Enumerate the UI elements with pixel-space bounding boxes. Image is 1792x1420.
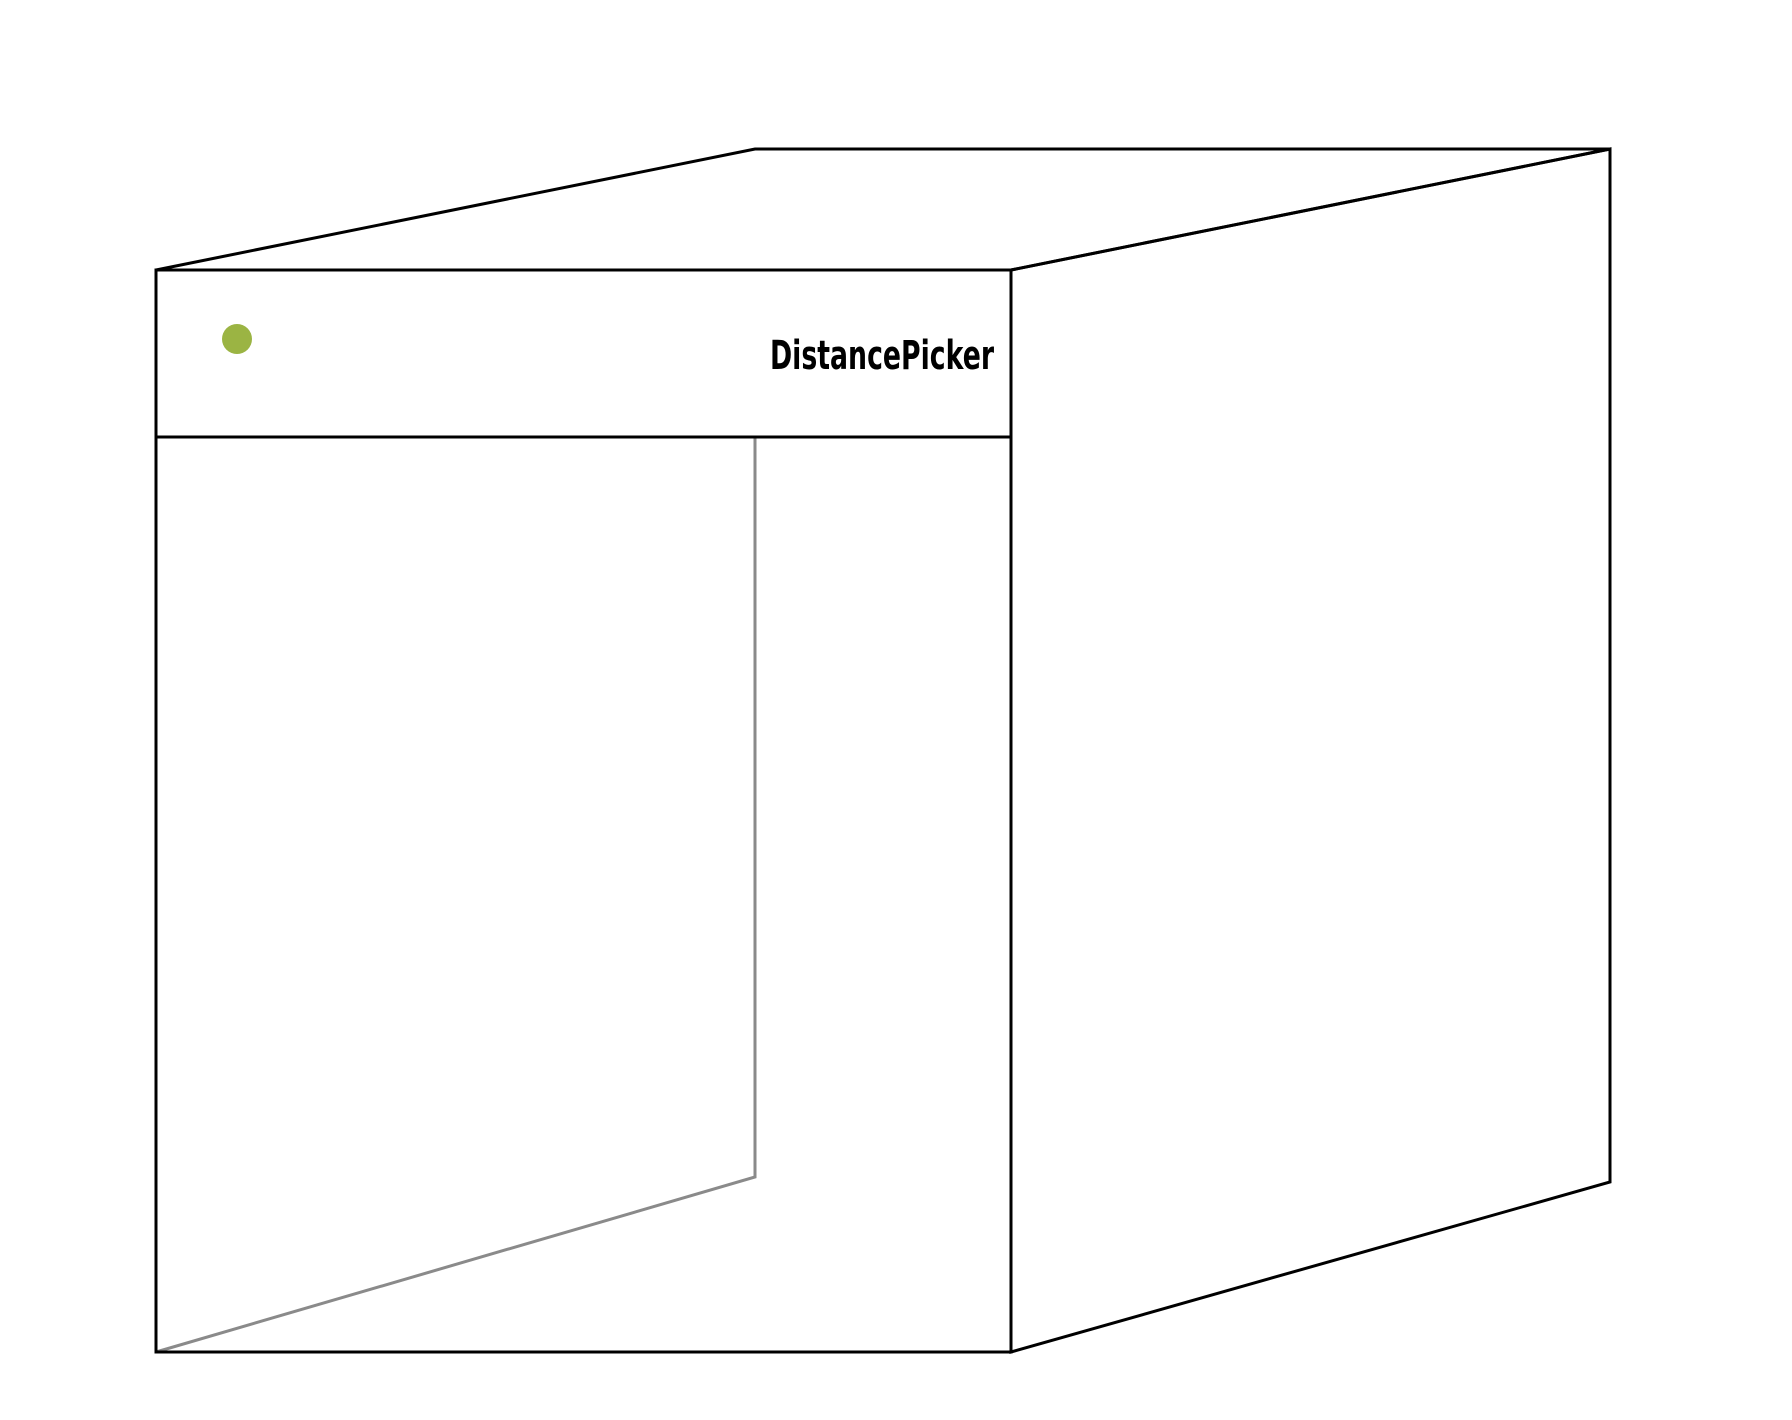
box-front-face bbox=[154, 268, 1013, 1354]
box-top-face bbox=[155, 147, 1611, 272]
status-dot-icon bbox=[222, 324, 252, 354]
box-right-face bbox=[1009, 147, 1612, 1354]
component-label: DistancePicker bbox=[770, 333, 994, 379]
box-hidden-back-edge bbox=[155, 437, 757, 1354]
